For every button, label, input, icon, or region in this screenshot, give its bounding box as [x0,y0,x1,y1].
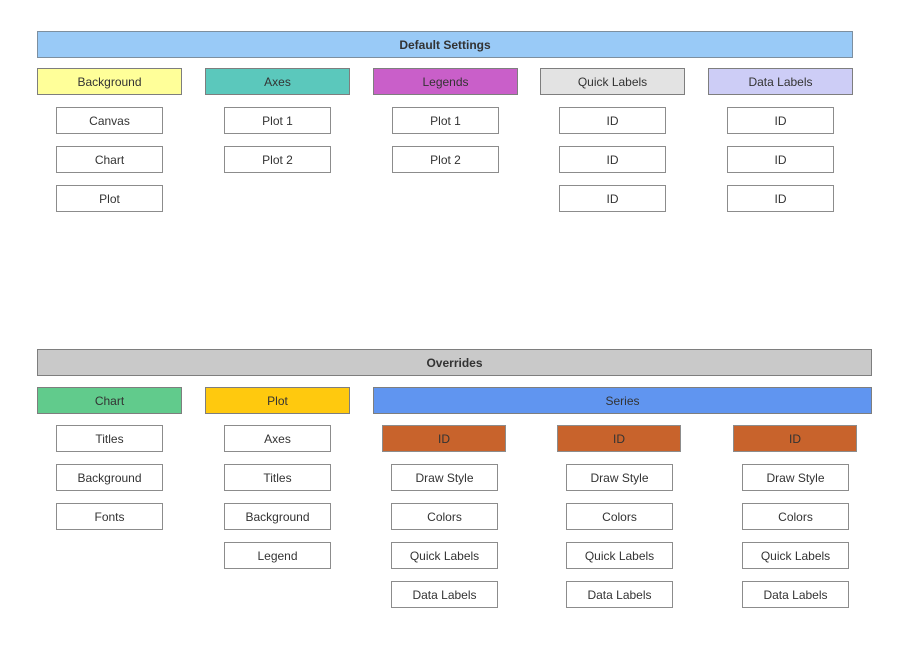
column-header-plot: Plot [205,387,350,414]
column-header-chart: Chart [37,387,182,414]
node-quick-labels-id-1: ID [559,107,666,134]
node-axes-plot1: Plot 1 [224,107,331,134]
node-quick-labels-id-2: ID [559,146,666,173]
node-chart-background: Background [56,464,163,491]
node-plot-titles: Titles [224,464,331,491]
series-group-2-colors: Colors [566,503,673,530]
column-header-data-labels: Data Labels [708,68,853,95]
node-data-labels-id-3: ID [727,185,834,212]
series-group-1-id: ID [382,425,506,452]
series-group-1-quick-labels: Quick Labels [391,542,498,569]
series-group-2-data-labels: Data Labels [566,581,673,608]
node-legends-plot2: Plot 2 [392,146,499,173]
node-plot-legend: Legend [224,542,331,569]
node-chart-titles: Titles [56,425,163,452]
series-group-2-id: ID [557,425,681,452]
node-axes-plot2: Plot 2 [224,146,331,173]
node-plot: Plot [56,185,163,212]
node-plot-axes: Axes [224,425,331,452]
node-legends-plot1: Plot 1 [392,107,499,134]
column-header-legends: Legends [373,68,518,95]
node-data-labels-id-2: ID [727,146,834,173]
node-data-labels-id-1: ID [727,107,834,134]
column-header-axes: Axes [205,68,350,95]
series-group-3-draw-style: Draw Style [742,464,849,491]
node-quick-labels-id-3: ID [559,185,666,212]
series-group-3-quick-labels: Quick Labels [742,542,849,569]
series-group-3-data-labels: Data Labels [742,581,849,608]
column-header-background: Background [37,68,182,95]
default-settings-bar: Default Settings [37,31,853,58]
node-canvas: Canvas [56,107,163,134]
series-group-1-colors: Colors [391,503,498,530]
node-plot-background: Background [224,503,331,530]
series-group-2-draw-style: Draw Style [566,464,673,491]
column-header-quick-labels: Quick Labels [540,68,685,95]
series-group-1-draw-style: Draw Style [391,464,498,491]
series-group-2-quick-labels: Quick Labels [566,542,673,569]
column-header-series: Series [373,387,872,414]
overrides-bar: Overrides [37,349,872,376]
series-group-1-data-labels: Data Labels [391,581,498,608]
series-group-3-colors: Colors [742,503,849,530]
node-chart: Chart [56,146,163,173]
series-group-3-id: ID [733,425,857,452]
node-chart-fonts: Fonts [56,503,163,530]
